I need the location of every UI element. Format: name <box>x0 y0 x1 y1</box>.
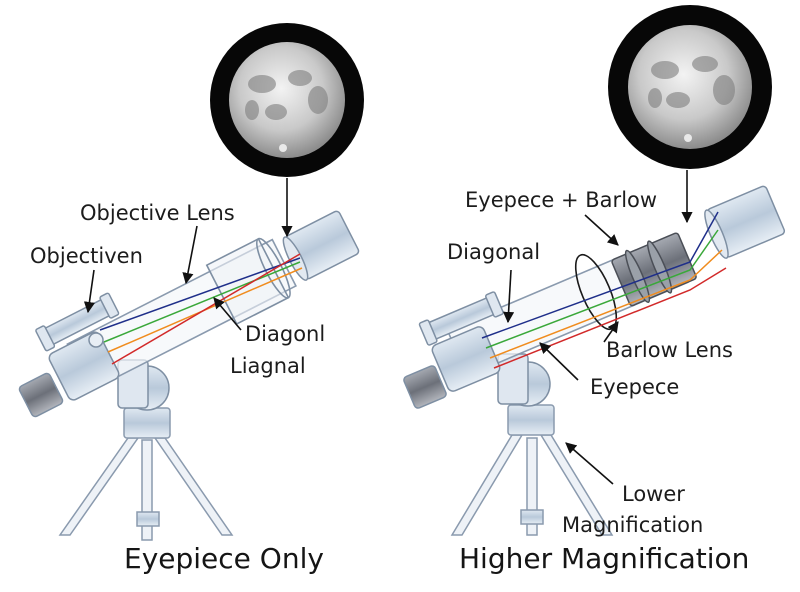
right-tripod <box>450 404 614 536</box>
right-focuser <box>403 326 501 409</box>
left-tripod <box>58 407 234 541</box>
label-lower: Lower <box>622 482 685 506</box>
label-liagnal: Liagnal <box>230 354 306 378</box>
right-finder-scope <box>418 291 504 346</box>
label-diagonl: Diagonl <box>245 322 326 346</box>
label-objective-lens: Objective Lens <box>80 201 235 225</box>
left-arrows <box>83 178 293 331</box>
caption-eyepiece-only: Eyepiece Only <box>124 542 324 575</box>
label-barlow-lens: Barlow Lens <box>606 338 733 362</box>
caption-higher-magnification: Higher Magnification <box>459 542 750 575</box>
left-focuser <box>18 331 120 418</box>
right-eyepiece <box>704 185 786 259</box>
right-mount <box>497 353 551 407</box>
left-moon <box>210 23 364 177</box>
label-objectiven: Objectiven <box>30 244 143 268</box>
label-diagonal: Diagonal <box>447 240 541 264</box>
right-moon <box>608 5 772 169</box>
left-light-rays <box>99 253 303 365</box>
label-eyepiece-barlow: Eyepece + Barlow <box>465 188 658 212</box>
right-arrows <box>502 170 693 485</box>
label-eyepece: Eyepece <box>590 375 680 399</box>
right-telescope <box>403 185 786 536</box>
left-telescope <box>18 210 360 541</box>
left-eyepiece <box>282 210 360 281</box>
right-light-rays <box>481 211 727 369</box>
label-magnification: Magnification <box>562 513 704 537</box>
